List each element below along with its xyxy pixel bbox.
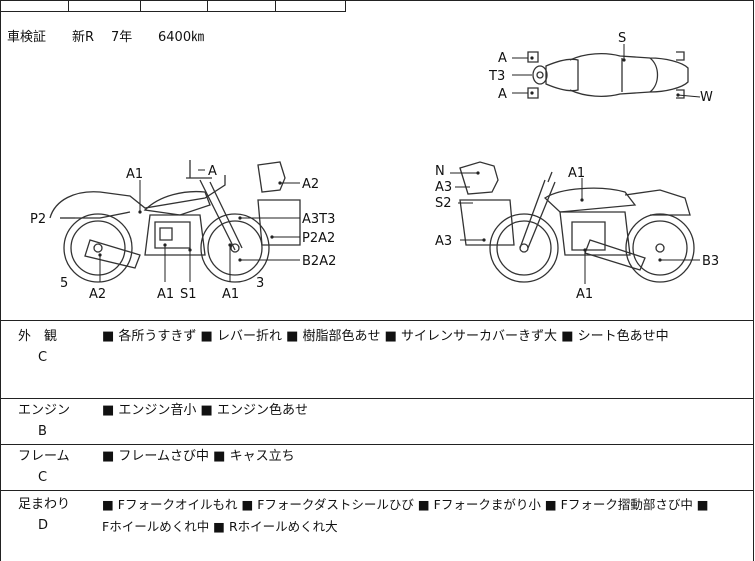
diagram-label: A3: [435, 180, 452, 195]
diagram-label: A1: [576, 287, 593, 302]
left-border: [0, 0, 1, 561]
diagram-label: P2: [30, 212, 46, 227]
diagram-label: 3: [256, 276, 264, 291]
diagram-label: S: [618, 31, 626, 46]
leader-lines: [60, 44, 701, 284]
diagram-label: A2: [89, 287, 106, 302]
diagram-label: S1: [180, 287, 197, 302]
diagram-label: W: [700, 90, 713, 105]
section-divider: [0, 444, 754, 445]
diagram-label: B3: [702, 254, 719, 269]
diagram-label: A1: [568, 166, 585, 181]
cell-divider: [68, 0, 69, 12]
cell-divider: [207, 0, 208, 12]
top-view-motorcycle: [527, 51, 689, 99]
mileage: 6400㎞: [158, 30, 205, 45]
right-border: [753, 0, 754, 561]
diagram-label: S2: [435, 196, 452, 211]
diagram-label: A3: [435, 234, 452, 249]
notes-exterior: ■ 各所うすきず ■ レバー折れ ■ 樹脂部色あせ ■ サイレンサーカバーきず大…: [102, 329, 669, 344]
section-divider: [0, 490, 754, 491]
inspection-years: 7年: [111, 30, 133, 45]
diagram-label: A1: [126, 167, 143, 182]
section-title-engine: エンジン: [18, 403, 71, 418]
diagram-label: A: [498, 87, 507, 102]
section-title-exterior: 外 観: [18, 329, 58, 344]
damage-diagram: A T3 A S W A1 A A2 P2 A3T3 P2A2 B2A2 5 A…: [30, 31, 719, 302]
left-side-motorcycle: [49, 160, 301, 283]
grade-engine: B: [38, 424, 47, 439]
diagram-label: N: [435, 164, 445, 179]
marker-dots: [98, 56, 680, 262]
diagram-label: A1: [157, 287, 174, 302]
section-divider: [0, 398, 754, 399]
notes-suspension-line2: Fホイールめくれ中 ■ Rホイールめくれ大: [102, 519, 338, 534]
diagram-label: A: [498, 51, 507, 66]
grade-frame: C: [38, 470, 48, 485]
diagram-label: 5: [60, 276, 68, 291]
section-divider: [0, 320, 754, 321]
notes-frame: ■ フレームさび中 ■ キャス立ち: [102, 449, 295, 464]
diagram-label: A3T3: [302, 212, 335, 227]
diagram-label: P2A2: [302, 231, 335, 246]
cell-divider: [345, 0, 346, 12]
section-title-frame: フレーム: [18, 449, 70, 464]
inspection-type: 新R: [72, 30, 95, 45]
inspection-label: 車検証: [7, 30, 47, 45]
top-border: [0, 0, 754, 1]
diagram-label: A1: [222, 287, 239, 302]
section-title-suspension: 足まわり: [18, 497, 71, 512]
diagram-label: T3: [488, 69, 505, 84]
diagram-label: B2A2: [302, 254, 336, 269]
diagram-label: A2: [302, 177, 319, 192]
cell-divider: [140, 0, 141, 12]
notes-suspension-line1: ■ Fフォークオイルもれ ■ Fフォークダストシールひび ■ Fフォークまがり小…: [102, 497, 709, 512]
grade-exterior: C: [38, 350, 48, 365]
grade-suspension: D: [38, 518, 49, 533]
top-cells-bottom: [0, 11, 346, 12]
notes-engine: ■ エンジン音小 ■ エンジン色あせ: [102, 403, 308, 418]
cell-divider: [275, 0, 276, 12]
diagram-label: A: [208, 164, 217, 179]
right-side-motorcycle: [459, 161, 695, 283]
